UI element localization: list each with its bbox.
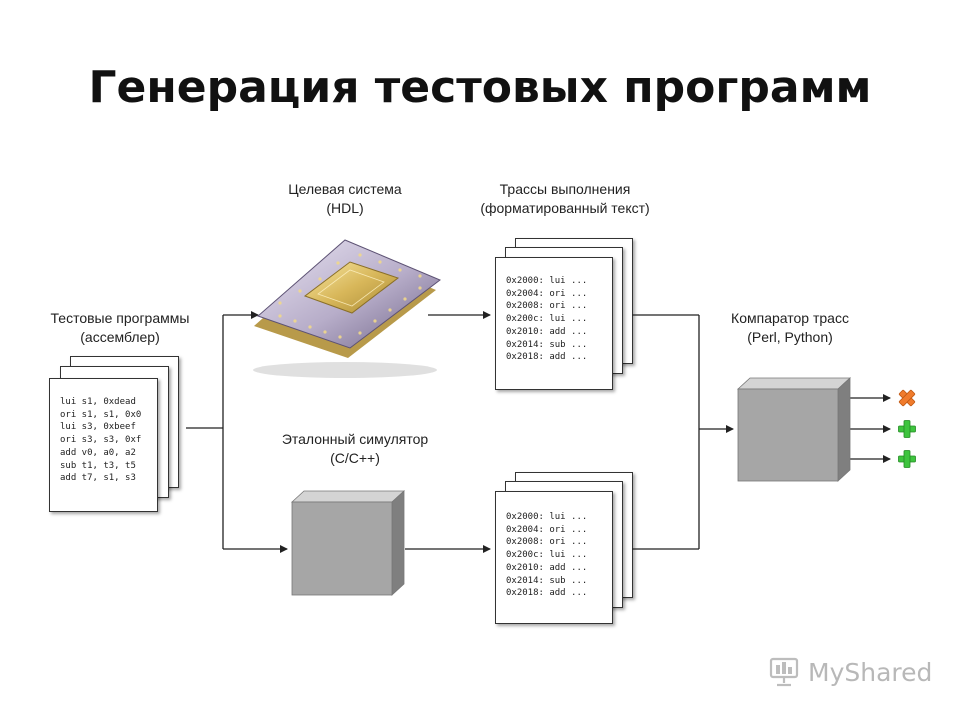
pass-icon xyxy=(898,420,916,438)
trace-line: 0x2000: lui ... xyxy=(506,512,588,522)
trace-line: 0x2008: ori ... xyxy=(506,537,588,548)
reference-sim-caption: Эталонный симулятор (C/C++) xyxy=(255,430,455,468)
trace-line: 0x200c: lui ... xyxy=(506,314,588,325)
asm-line: ori s1, s1, 0x0 xyxy=(60,409,142,420)
trace-line: 0x2004: ori ... xyxy=(506,524,588,535)
asm-line: lui s1, 0xdead xyxy=(60,397,136,407)
trace-bottom-sheet-front: 0x2000: lui ... 0x2004: ori ... 0x2008: … xyxy=(495,491,613,624)
fail-icon xyxy=(898,389,916,407)
processor-chip-icon xyxy=(253,239,441,378)
reference-simulator-box xyxy=(290,490,406,596)
asm-line: ori s3, s3, 0xf xyxy=(60,435,142,446)
traces-sublabel: (форматированный текст) xyxy=(480,200,650,216)
watermark: MyShared xyxy=(768,656,932,688)
target-system-caption: Целевая система (HDL) xyxy=(245,180,445,218)
watermark-logo-icon xyxy=(769,657,799,687)
trace-line: 0x2018: add ... xyxy=(506,352,588,363)
trace-line: 0x2018: add ... xyxy=(506,588,588,599)
trace-comparator-box xyxy=(736,377,852,482)
asm-line: sub t1, t3, t5 xyxy=(60,460,136,471)
pass-icon xyxy=(898,450,916,468)
trace-line: 0x2014: sub ... xyxy=(506,339,588,350)
trace-line: 0x2000: lui ... xyxy=(506,276,588,286)
trace-line: 0x2014: sub ... xyxy=(506,575,588,586)
comparator-caption: Компаратор трасс (Perl, Python) xyxy=(690,309,890,347)
trace-line: 0x2004: ori ... xyxy=(506,288,588,299)
trace-line: 0x200c: lui ... xyxy=(506,550,588,561)
comparator-label: Компаратор трасс xyxy=(731,310,849,326)
comparator-sublabel: (Perl, Python) xyxy=(747,329,833,345)
trace-line: 0x2010: add ... xyxy=(506,326,588,337)
test-programs-caption: Тестовые программы (ассемблер) xyxy=(20,309,220,347)
test-programs-sublabel: (ассемблер) xyxy=(80,329,160,345)
trace-line: 0x2008: ori ... xyxy=(506,301,588,312)
test-programs-label: Тестовые программы xyxy=(50,310,190,326)
watermark-text: MyShared xyxy=(808,657,933,687)
connectors xyxy=(186,311,891,553)
slide-title: Генерация тестовых программ xyxy=(88,62,872,113)
trace-top-sheet-front: 0x2000: lui ... 0x2004: ori ... 0x2008: … xyxy=(495,257,613,390)
target-system-label: Целевая система xyxy=(288,181,402,197)
traces-label: Трассы выполнения xyxy=(499,181,631,197)
asm-line: add t7, s1, s3 xyxy=(60,473,136,484)
asm-line: add v0, a0, a2 xyxy=(60,447,136,458)
asm-line: lui s3, 0xbeef xyxy=(60,422,136,433)
target-system-sublabel: (HDL) xyxy=(326,200,364,216)
trace-line: 0x2010: add ... xyxy=(506,562,588,573)
asm-sheet-front: lui s1, 0xdead ori s1, s1, 0x0 lui s3, 0… xyxy=(49,378,158,512)
reference-sim-sublabel: (C/C++) xyxy=(330,450,380,466)
reference-sim-label: Эталонный симулятор xyxy=(281,431,429,447)
traces-caption: Трассы выполнения (форматированный текст… xyxy=(445,180,685,218)
